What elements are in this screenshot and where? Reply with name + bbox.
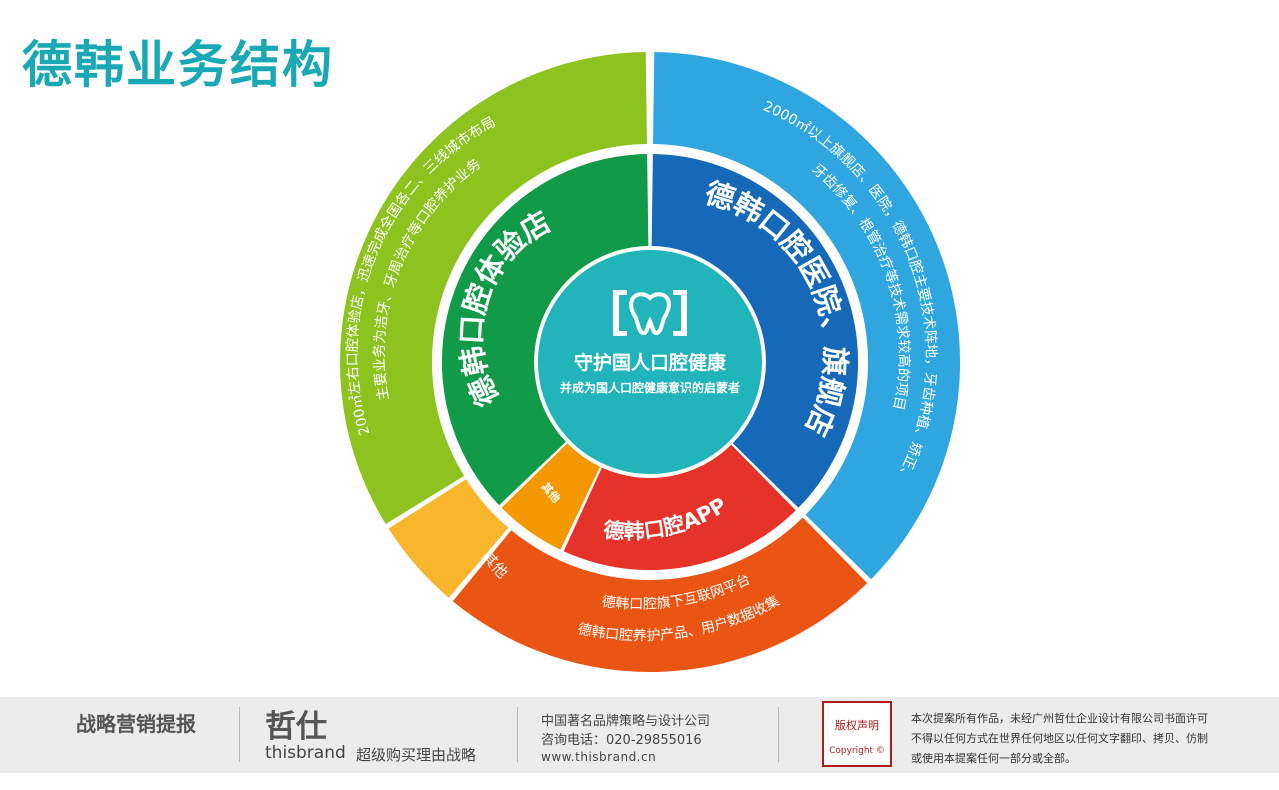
stamp-title: 版权声明 [835, 719, 879, 732]
experience-store-inner-segment [441, 154, 649, 506]
tooth-logo-icon [613, 290, 687, 336]
copyright-notice: 本次提案所有作品，未经广州哲仕企业设计有限公司书面许可 不得以任何方式在世界任何… [911, 709, 1251, 769]
footer-phone: 咨询电话：020-29855016 [541, 733, 702, 748]
other-outer-segment [388, 479, 509, 598]
hospital-outer-segment [653, 52, 961, 580]
footer-divider [517, 707, 518, 762]
footer-tagline: 超级购买理由战略 [356, 746, 477, 764]
center-headline: 守护国人口腔健康 [574, 351, 727, 374]
notice-line: 或使用本提案任何一部分或全部。 [911, 752, 1076, 765]
footer-divider [239, 707, 240, 762]
center-subline: 并成为国人口腔健康意识的启蒙者 [560, 380, 740, 395]
center-circle [538, 250, 762, 474]
app-outer-segment [452, 517, 868, 673]
footer-slogan: 战略营销提报 [76, 712, 196, 736]
footer-divider [778, 707, 779, 762]
notice-line: 本次提案所有作品，未经广州哲仕企业设计有限公司书面许可 [911, 712, 1208, 725]
app-inner-segment [563, 444, 796, 571]
footer-brand-en: thisbrand [265, 743, 346, 763]
stamp-copyright: Copyright © [829, 746, 885, 756]
footer-website[interactable]: www.thisbrand.cn [541, 750, 657, 764]
footer-company: 中国著名品牌策略与设计公司 [541, 714, 711, 729]
other-inner-segment [501, 443, 601, 550]
business-structure-diagram: 守护国人口腔健康 并成为国人口腔健康意识的启蒙者 德韩口腔体验店 德韩口腔医院、… [339, 52, 961, 673]
hospital-inner-segment [651, 154, 859, 508]
page-title: 德韩业务结构 [22, 36, 334, 94]
notice-line: 不得以任何方式在世界任何地区以任何文字翻印、拷贝、仿制 [911, 732, 1208, 745]
footer: 战略营销提报 哲仕 thisbrand 超级购买理由战略 中国著名品牌策略与设计… [0, 697, 1279, 773]
copyright-stamp: 版权声明 Copyright © [822, 701, 892, 767]
footer-brand-name: 哲仕 [265, 709, 327, 745]
experience-store-outer-segment [339, 52, 647, 524]
